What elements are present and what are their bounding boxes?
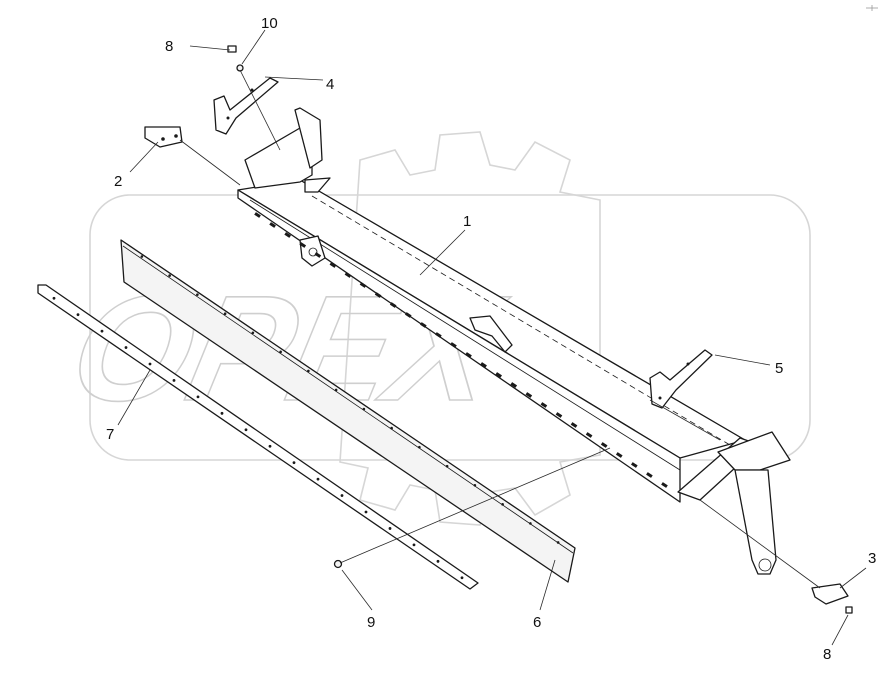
plate-hole [529,522,532,525]
plate-hole [556,541,560,544]
strip-hole [172,379,176,382]
plate-hole [362,407,366,411]
beam-slot [630,462,638,468]
plate-hole [473,483,477,487]
callout-8-top: 8 [165,38,173,55]
beam-slot [329,262,337,268]
beam-slot [510,382,518,388]
beam-slot [435,332,442,338]
strip-hole [412,543,416,547]
beam-slot [299,242,307,248]
plate-hole [140,255,144,258]
plate-hole [168,274,171,277]
plate-hole [307,369,310,373]
plate-hole [196,293,199,296]
beam-slot [359,282,367,288]
strip-hole [244,428,248,432]
beam-slot [600,442,608,448]
beam-slot [284,232,292,238]
part-5-bracket [649,349,713,409]
callout-10: 10 [261,15,278,32]
strip-hole [436,559,440,563]
callout-5: 5 [775,360,783,377]
callout-4: 4 [326,76,334,93]
fastener-nut-top [236,64,244,72]
beam-slot [254,212,261,218]
part-2-tab [144,126,183,148]
callout-2: 2 [114,173,122,190]
beam-slot [389,302,397,308]
callout-9: 9 [367,614,375,631]
beam-slot [570,422,578,428]
beam-slot [646,472,653,478]
fastener-bolt-bottom [845,606,853,614]
plate-hole [390,426,393,430]
beam-slot [314,252,322,258]
watermark-gear-icon [339,131,601,526]
beam-slot [540,402,548,408]
fastener-rivet [333,559,343,569]
strip-hole [220,411,224,415]
plate-hole [251,331,255,335]
leader-lines [117,29,867,646]
strip-hole [460,576,464,580]
beam-slot [419,322,427,328]
beam-slot [495,372,503,378]
strip-hole [268,444,272,448]
strip-hole [124,346,128,349]
beam-slot [269,222,276,228]
part-3-tab [811,583,849,605]
beam-slot [374,292,382,298]
beam-slot [585,432,593,438]
callout-1: 1 [463,213,471,230]
strip-hole [292,461,296,465]
callout-8-bottom: 8 [823,646,831,663]
strip-hole [52,296,56,300]
callout-7: 7 [106,426,114,443]
strip-hole [196,395,200,399]
beam-slot [344,272,352,278]
part-7-strip [37,284,479,590]
beam-slot [525,392,533,398]
beam-slot [480,362,487,368]
beam-slot [465,352,472,358]
plate-hole [501,503,504,506]
plate-hole [334,388,338,392]
strip-hole [316,477,320,481]
beam-slot [450,342,457,348]
strip-hole [76,313,80,317]
callout-3: 3 [868,550,876,567]
part-6-plate [120,239,576,583]
strip-hole [148,362,152,366]
beam-slot [615,452,623,458]
strip-hole [340,494,344,497]
fastener-bolt-top [227,45,237,53]
corner-mark [866,5,878,11]
callout-labels: 1 2 3 4 5 6 7 8 8 9 10 [106,15,876,663]
plate-hole [418,445,421,449]
beam-slot [404,312,412,318]
beam-slot [661,482,668,488]
strip-hole [388,527,392,530]
plate-hole [223,312,227,316]
beam-slot [555,412,563,418]
part-1-main-beam [237,107,791,575]
plate-hole [279,350,282,354]
part-4-bracket [213,77,279,135]
strip-hole [364,510,368,514]
callout-6: 6 [533,614,541,631]
plate-hole [445,464,449,468]
strip-hole [100,329,104,333]
